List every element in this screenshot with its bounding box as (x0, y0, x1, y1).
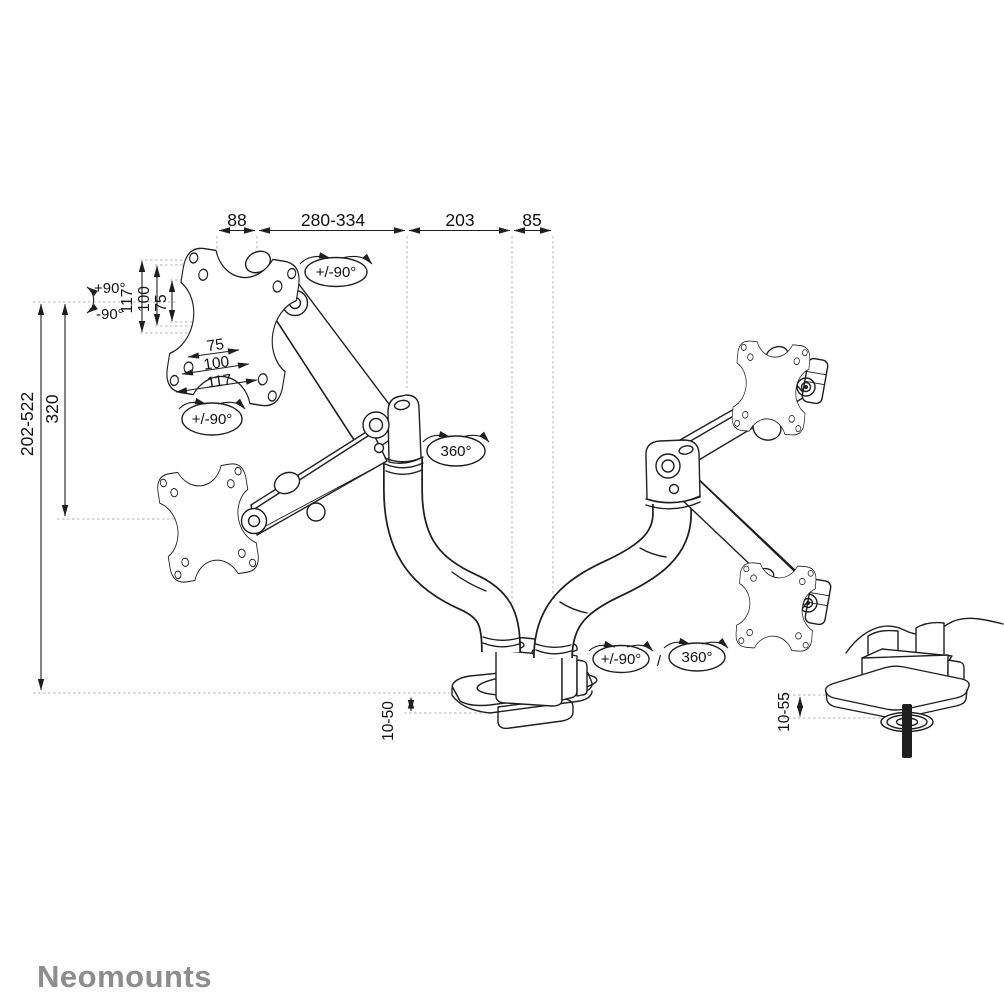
vesa-v-117: 117 (119, 289, 136, 314)
desk-clamp-base (451, 637, 598, 730)
joint-knob (362, 411, 390, 439)
pole-head-right (645, 439, 701, 510)
rotation-base-rotate: 360° (681, 649, 712, 666)
rotation-labels (181, 256, 726, 674)
riser-tab (576, 659, 588, 697)
gas-spring-arm-lower-left (250, 428, 388, 536)
tilt-up-label: +90° (94, 280, 125, 297)
vesa-pivot-cylinder (801, 357, 829, 405)
grommet-mount-detail (824, 617, 1004, 758)
arm-assembly-left (154, 245, 521, 653)
vesa-v-100: 100 (136, 286, 153, 312)
rotation-vesa-lower: +/-90° (192, 411, 233, 428)
vesa-hinge-cap (273, 471, 301, 495)
dim-88: 88 (227, 210, 246, 230)
pole-head-left (362, 394, 424, 475)
dim-280-334: 280-334 (301, 210, 365, 230)
cable-slot (559, 601, 588, 614)
vesa-h-100: 100 (202, 353, 230, 373)
vesa-v-75: 75 (153, 294, 170, 311)
dim-203: 203 (445, 210, 474, 230)
dim-height-range: 202-522 (17, 392, 37, 456)
arm-assembly-right (533, 339, 832, 659)
cable-slot (451, 571, 487, 592)
vesa-h-117: 117 (206, 371, 233, 391)
dim-height-offset: 320 (42, 394, 62, 423)
joint-knob (655, 453, 681, 479)
rotation-separator: / (657, 653, 662, 670)
dim-clamp-thickness: 10-50 (380, 701, 397, 741)
vesa-h-75: 75 (206, 336, 225, 355)
dim-85: 85 (522, 210, 541, 230)
tilt-arc (86, 286, 98, 314)
rotation-vesa: +/-90° (316, 264, 357, 281)
vesa-pivot-ball (240, 507, 268, 535)
riser-side (561, 652, 578, 701)
grommet-bolt (902, 704, 912, 758)
rotation-base-swivel: +/-90° (601, 651, 642, 668)
cable-slot (639, 547, 667, 558)
riser-front (495, 649, 563, 707)
dim-grommet-thickness: 10-55 (776, 692, 793, 732)
brand-logo: Neomounts (37, 959, 212, 994)
tilt-down-label: -90° (96, 306, 124, 323)
rotation-arm-swivel: 360° (440, 443, 471, 460)
grommet-plate (824, 665, 970, 711)
dimension-texts: 88 280-334 203 85 202-522 320 +90° -90° … (17, 210, 793, 741)
